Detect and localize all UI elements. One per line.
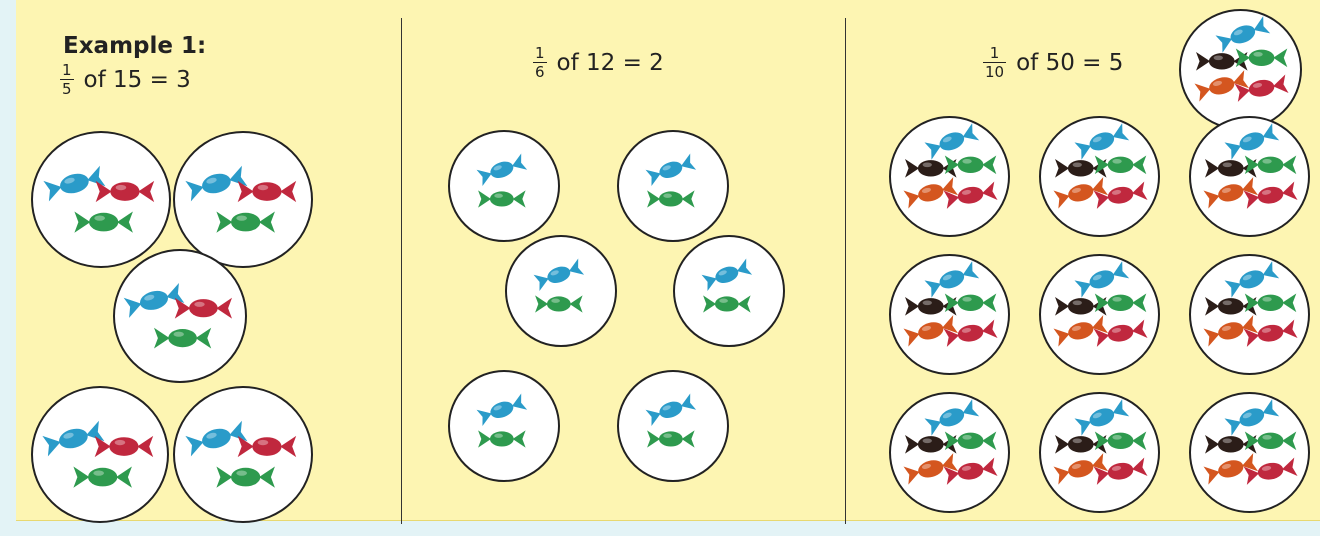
fraction-3: 1 10 [983,45,1006,80]
red-candy-icon [175,298,232,319]
divider-left [401,18,402,524]
blue-candy-icon [1074,399,1129,436]
group-circle [889,116,1010,237]
blue-candy-icon [477,154,528,186]
blue-candy-icon [702,259,753,291]
candy-group [1041,394,1158,511]
candy-group [1191,118,1308,235]
candy-group [1181,11,1300,128]
candy-group [115,251,245,381]
blue-candy-icon [42,421,104,457]
denominator-1: 5 [60,81,74,97]
candy-group [450,372,558,480]
group-circle [448,370,560,482]
candy-group [175,388,311,521]
red-candy-icon [238,436,297,457]
group-circle [173,386,313,523]
equation-2: 1 6 of 12 = 2 [533,45,664,80]
blue-candy-icon [924,261,979,298]
green-candy-icon [647,190,695,207]
green-candy-icon [478,190,526,207]
equation-text-1: of 15 = 3 [84,67,191,93]
group-circle [617,370,729,482]
green-candy-icon [478,430,526,447]
candy-group [675,237,783,345]
group-circle [673,235,785,347]
candy-group [891,256,1008,373]
candy-group [1191,256,1308,373]
candy-group [1041,118,1158,235]
candy-group [1041,256,1158,373]
candy-group [619,132,727,240]
group-circle [617,130,729,242]
green-candy-icon [73,466,132,487]
blue-candy-icon [185,421,247,457]
red-candy-icon [238,181,297,202]
green-candy-icon [216,466,275,487]
group-circle [31,386,169,523]
candy-group [507,237,615,345]
group-circle [505,235,617,347]
blue-candy-icon [1074,261,1129,298]
blue-candy-icon [1224,123,1279,160]
blue-candy-icon [534,259,585,291]
candy-group [891,118,1008,235]
blue-candy-icon [646,394,697,426]
red-candy-icon [95,436,154,457]
blue-candy-icon [43,166,105,202]
blue-candy-icon [477,394,528,426]
group-circle [1189,254,1310,375]
candy-group [619,372,727,480]
candy-group [33,133,169,266]
fraction-1: 1 5 [60,62,74,97]
group-circle [1189,116,1310,237]
group-circle [113,249,247,383]
candy-group [33,388,167,521]
group-circle [1039,254,1160,375]
group-circle [1039,392,1160,513]
denominator-3: 10 [983,64,1006,80]
group-circle [1189,392,1310,513]
blue-candy-icon [1224,261,1279,298]
green-candy-icon [216,211,275,232]
blue-candy-icon [1074,123,1129,160]
blue-candy-icon [1215,16,1270,53]
candy-group [450,132,558,240]
divider-right [845,18,846,524]
example-heading: Example 1: [63,33,206,59]
numerator-1: 1 [60,62,74,78]
blue-candy-icon [924,399,979,436]
green-candy-icon [154,328,211,349]
blue-candy-icon [1224,399,1279,436]
red-candy-icon [96,181,155,202]
equation-text-2: of 12 = 2 [557,50,664,76]
group-circle [889,392,1010,513]
candy-group [891,394,1008,511]
equation-1: 1 5 of 15 = 3 [60,62,191,97]
candy-group [1191,394,1308,511]
denominator-2: 6 [533,64,547,80]
blue-candy-icon [646,154,697,186]
blue-candy-icon [124,283,185,318]
green-candy-icon [535,295,583,312]
group-circle [889,254,1010,375]
blue-candy-icon [185,166,247,202]
numerator-2: 1 [533,45,547,61]
group-circle [173,131,313,268]
equation-text-3: of 50 = 5 [1016,50,1123,76]
numerator-3: 1 [988,45,1002,61]
candy-group [175,133,311,266]
fraction-2: 1 6 [533,45,547,80]
green-candy-icon [74,211,133,232]
group-circle [1179,9,1302,130]
group-circle [1039,116,1160,237]
blue-candy-icon [924,123,979,160]
group-circle [448,130,560,242]
green-candy-icon [647,430,695,447]
group-circle [31,131,171,268]
green-candy-icon [703,295,751,312]
worksheet-panel: Example 1: 1 5 of 15 = 3 1 6 of 12 = 2 1… [16,0,1320,521]
equation-3: 1 10 of 50 = 5 [983,45,1123,80]
